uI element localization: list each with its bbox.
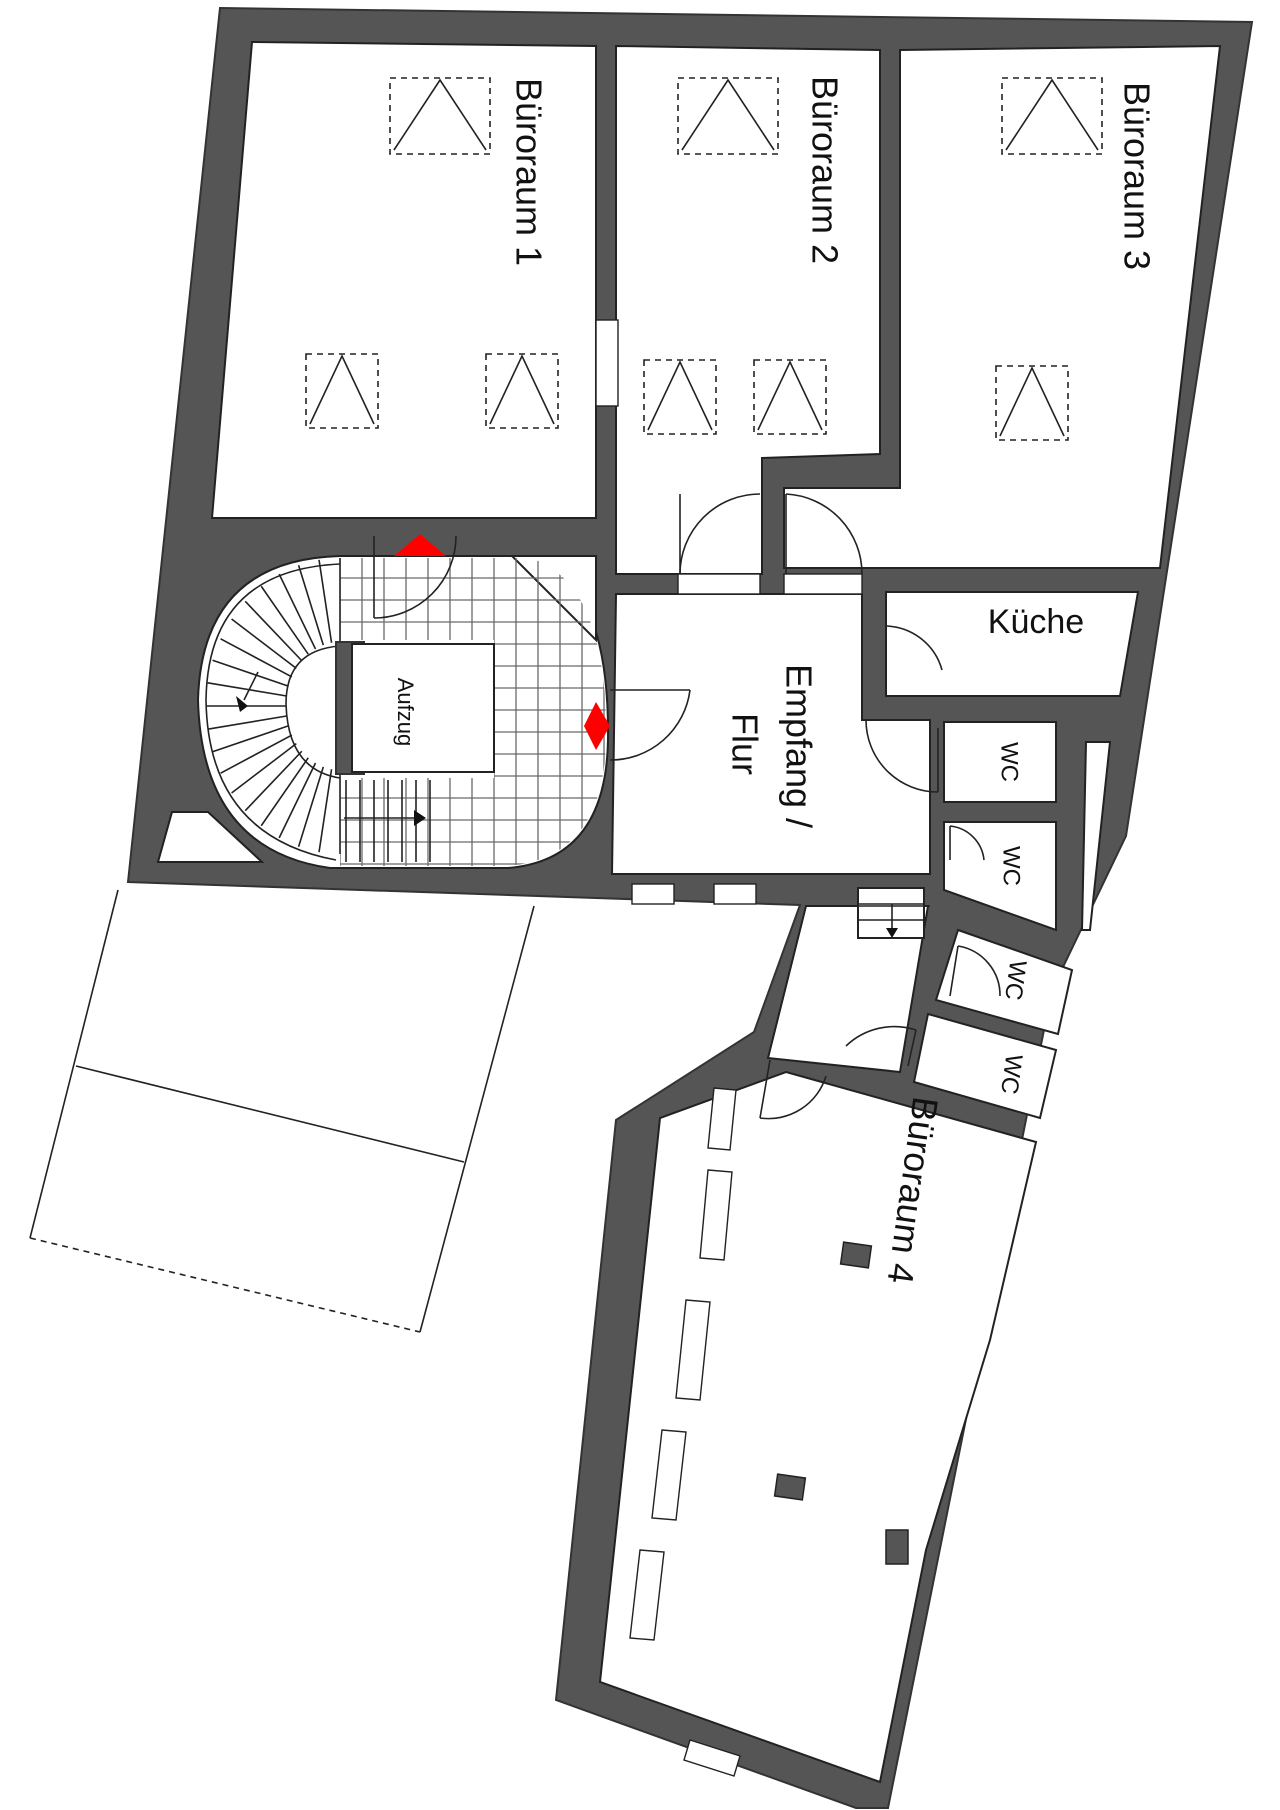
stair-tread [220, 734, 293, 774]
window-icon [783, 573, 863, 595]
window-icon [595, 319, 619, 407]
fire-marker-icon [584, 702, 610, 750]
room-office-2[interactable] [615, 44, 881, 575]
window-icon [629, 1549, 665, 1641]
terrace-outline [29, 889, 535, 1333]
corner-wedge-top [509, 555, 597, 643]
window-icon [683, 1739, 741, 1777]
doors [373, 493, 1001, 1120]
skylight-icon [485, 353, 559, 429]
door-swing-icon[interactable] [759, 1059, 827, 1120]
room-wc-2[interactable] [943, 821, 1057, 932]
stair-tread [220, 638, 293, 678]
stair-tread [212, 725, 289, 753]
stair-tread [260, 585, 309, 655]
markers [394, 534, 610, 750]
stair-tread [207, 682, 287, 697]
door-swing-icon[interactable] [373, 535, 457, 619]
shaft [1080, 741, 1112, 931]
stair-tread [278, 573, 317, 650]
window-icon [713, 883, 757, 905]
spiral-stairs [205, 558, 431, 862]
skylight-icon [753, 359, 827, 435]
stair-tread [278, 762, 317, 839]
label-wc-1: WC [996, 742, 1023, 782]
label-wc-3: WC [999, 958, 1031, 1001]
stair-tread [260, 757, 309, 827]
elevator[interactable]: Aufzug [335, 641, 495, 775]
stair-tread [318, 559, 333, 643]
elevator-label: Aufzug [393, 678, 418, 747]
door-swing-icon[interactable] [845, 1025, 917, 1067]
door-swing-icon[interactable] [679, 493, 761, 575]
label-office-2: Büroraum 2 [804, 76, 845, 264]
door-swing-icon[interactable] [785, 493, 863, 575]
label-office-3: Büroraum 3 [1116, 82, 1157, 270]
skylights [305, 77, 1103, 441]
label-wc-4: WC [995, 1052, 1027, 1095]
door-swing-icon[interactable] [949, 825, 985, 861]
room-labels: Büroraum 1 Büroraum 2 Büroraum 3 Bürorau… [508, 76, 1157, 1286]
door-swing-icon[interactable] [609, 689, 691, 761]
skylight-icon [389, 77, 491, 155]
room-wc-1[interactable] [943, 721, 1057, 803]
corner-wedge [156, 811, 265, 863]
stair-arrow-icon [344, 810, 426, 826]
stair-tread [244, 600, 303, 662]
window-icon [677, 573, 761, 595]
column-icon [839, 1241, 873, 1269]
label-reception-line2: Flur [724, 713, 765, 775]
stair-arrow-icon [886, 928, 898, 938]
room-office-1[interactable] [210, 40, 597, 519]
stair-tread [297, 565, 325, 646]
window-icon [651, 1429, 687, 1521]
label-kitchen: Küche [988, 603, 1084, 641]
columns [773, 1241, 909, 1565]
column-icon [773, 1473, 807, 1501]
label-wc-2: WC [998, 846, 1025, 886]
column-icon [885, 1529, 909, 1565]
window-icon [707, 1087, 737, 1151]
door-swing-icon[interactable] [865, 719, 939, 793]
windows [595, 319, 863, 1777]
skylight-icon [305, 353, 379, 429]
stair-tread [212, 659, 289, 687]
skylight-icon [1001, 77, 1103, 155]
door-swing-icon[interactable] [949, 945, 1001, 997]
skylight-icon [995, 365, 1069, 441]
window-icon [675, 1299, 711, 1401]
room-wc-3[interactable] [934, 928, 1074, 1036]
window-icon [631, 883, 675, 905]
stair-tread [318, 769, 333, 853]
skylight-icon [643, 359, 717, 435]
skylight-icon [677, 77, 779, 155]
stair-tread [297, 766, 325, 847]
door-swing-icon[interactable] [885, 625, 943, 671]
fire-marker-icon [394, 534, 446, 556]
room-office-3[interactable] [783, 44, 1222, 569]
stair-tread [207, 715, 287, 730]
stair-tread [231, 742, 297, 794]
label-reception-line1: Empfang / [778, 664, 819, 828]
label-office-1: Büroraum 1 [508, 78, 549, 266]
exit-stairs [808, 887, 930, 939]
window-icon [699, 1169, 733, 1261]
room-office-4[interactable] [598, 1070, 1038, 1784]
stair-arrow-icon [236, 671, 259, 712]
room-wc-4[interactable] [912, 1012, 1058, 1120]
stair-tread [231, 618, 297, 670]
stair-tread [244, 750, 303, 812]
